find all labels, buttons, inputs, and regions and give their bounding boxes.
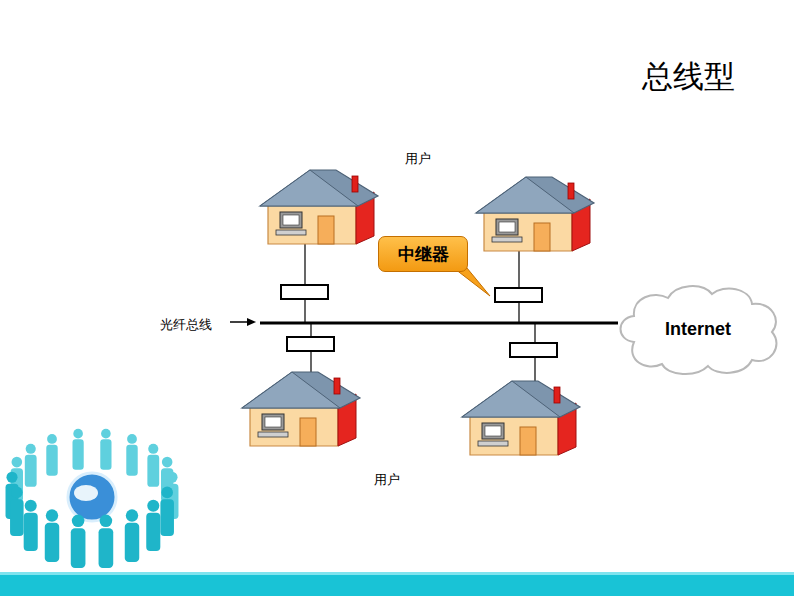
- slide-title: 总线型: [642, 56, 735, 98]
- cloud-label: Internet: [665, 319, 731, 340]
- text-label: 用户: [405, 150, 431, 168]
- internet-cloud: Internet: [612, 280, 784, 378]
- text-label: 光纤总线: [160, 316, 212, 334]
- callout-text: 中继器: [398, 243, 449, 266]
- people-circle: [6, 429, 179, 568]
- callout-box: 中继器: [378, 236, 468, 272]
- text-label: 用户: [374, 471, 400, 489]
